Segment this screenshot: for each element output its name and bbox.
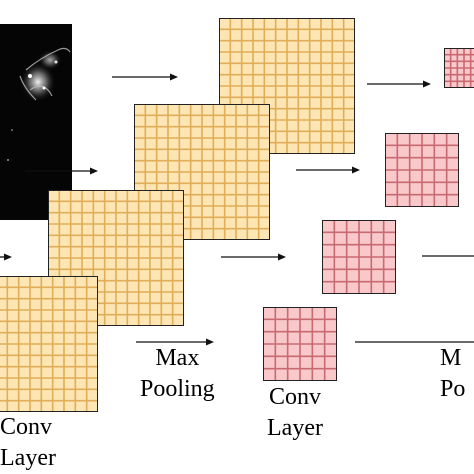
conv-layer-label-2: Conv Layer (267, 382, 323, 444)
arrow-5 (296, 166, 360, 174)
conv-layer-label-1-line1: Conv (0, 414, 53, 440)
max-pooling-label-2-line2: Po (440, 376, 466, 402)
conv-layer-label-2-line1: Conv (268, 384, 321, 410)
arrow-3 (0, 253, 12, 261)
input-image (0, 24, 72, 220)
conv-feature-map-1 (219, 18, 355, 154)
conv-layer-label-2-line2: Layer (267, 415, 323, 441)
conv-layer-label-1-line2: Layer (0, 445, 56, 471)
max-pooling-label-2-line1: M (440, 345, 462, 371)
pooling-feature-map-3 (322, 220, 396, 294)
conv-feature-map-4 (0, 276, 98, 412)
max-pooling-label-2: M Po (440, 343, 465, 405)
pooling-feature-map-1 (444, 48, 474, 88)
max-pooling-label-1: Max Pooling (140, 343, 215, 405)
conv-layer-label-1: Conv Layer (0, 412, 56, 474)
pooling-feature-map-2 (385, 133, 459, 207)
arrow-6 (221, 253, 286, 261)
max-pooling-label-1-line1: Max (155, 345, 200, 371)
pooling-feature-map-4 (263, 307, 337, 381)
arrow-2 (25, 167, 98, 175)
max-pooling-label-1-line2: Pooling (140, 376, 215, 402)
arrow-1 (112, 73, 178, 81)
arrow-4 (367, 80, 431, 88)
arrow-7 (136, 338, 214, 346)
